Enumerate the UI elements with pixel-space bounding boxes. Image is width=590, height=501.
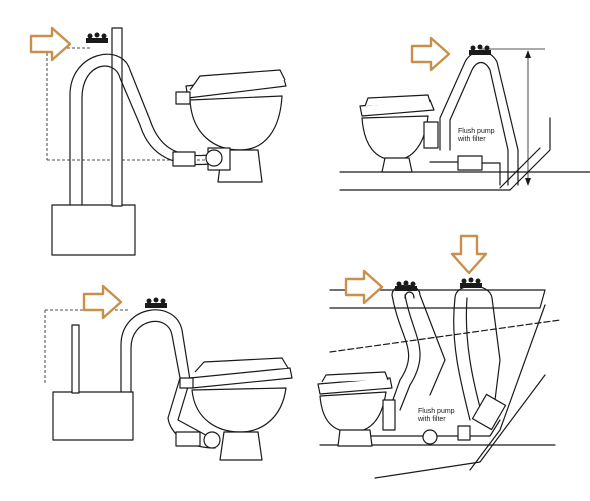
pump-label-line2: with filter xyxy=(417,416,446,423)
arrow-right-icon xyxy=(410,36,451,72)
toilet-bottom-right xyxy=(317,371,396,447)
pump-label: Flush pump with filter xyxy=(417,408,457,423)
vented-loop-valve-left xyxy=(395,286,417,291)
vented-loop-valve xyxy=(145,303,167,308)
pump-label-line1: Flush pump xyxy=(418,408,455,415)
vented-loop-valve xyxy=(469,50,491,55)
flush-pump xyxy=(457,155,483,171)
pump-label: Flush pump with filter xyxy=(457,128,497,143)
hose-loop-left xyxy=(389,294,410,409)
vented-loop-valve xyxy=(86,38,108,43)
arrow-right-icon xyxy=(344,269,384,305)
holding-tank xyxy=(52,391,134,441)
panel-bottom-left xyxy=(44,297,293,461)
arrow-down-icon xyxy=(450,234,488,275)
hull-side xyxy=(509,117,551,191)
vertical-pipe xyxy=(111,27,123,207)
panel-top-left xyxy=(46,27,287,256)
arrows xyxy=(29,26,488,320)
thru-hull-fitting xyxy=(471,393,507,431)
hose-loop xyxy=(69,53,211,206)
vertical-pipe xyxy=(71,324,80,394)
toilet-top-right xyxy=(359,94,439,173)
pump-label-line1: Flush pump xyxy=(458,128,495,135)
arrow-right-icon xyxy=(29,26,72,62)
panel-bottom-right: Flush pump with filter xyxy=(317,277,561,479)
panel-top-right: Flush pump with filter xyxy=(339,44,590,191)
hose-loop xyxy=(120,309,216,441)
vented-loop-valve-right xyxy=(460,283,482,288)
flush-pump xyxy=(422,429,438,445)
hose-loop-right xyxy=(453,297,471,421)
toilet-bottom-left xyxy=(175,357,293,461)
pump-label-line2: with filter xyxy=(457,136,486,143)
arrow-right-icon xyxy=(82,284,123,320)
deck-line xyxy=(329,289,546,309)
holding-tank xyxy=(51,204,136,256)
toilet-top-left xyxy=(172,69,287,183)
